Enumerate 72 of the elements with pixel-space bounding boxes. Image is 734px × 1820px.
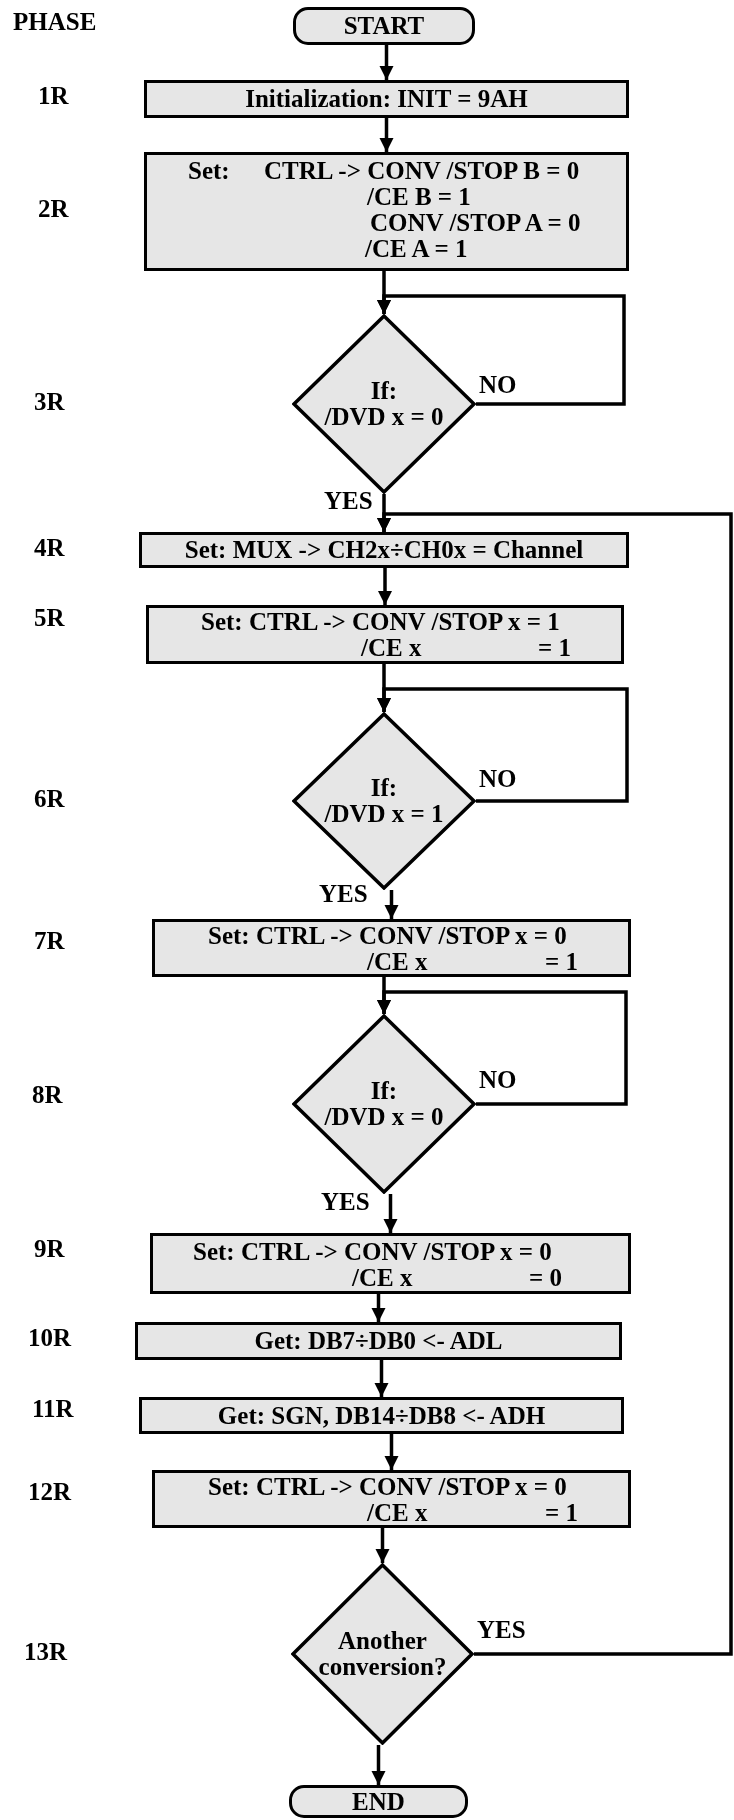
step-text: Set: CTRL -> CONV /STOP x = 0: [208, 923, 567, 949]
step-text: Get: SGN, DB14÷DB8 <- ADH: [217, 1402, 546, 1429]
process-box: [146, 605, 624, 664]
step-text: Set: CTRL -> CONV /STOP x = 1: [201, 609, 560, 635]
phase-label: 12R: [28, 1479, 72, 1505]
step-text: /CE B = 1: [367, 184, 471, 210]
arrow: [377, 294, 626, 406]
process-box: [152, 1470, 631, 1528]
step-text: /CE x: [352, 1265, 413, 1291]
decision-diamond: [292, 1014, 476, 1194]
arrow: [384, 890, 399, 919]
condition-text: If:: [370, 378, 398, 404]
step-text: = 1: [545, 1500, 578, 1526]
step-text: Set:: [188, 158, 230, 184]
arrow: [377, 990, 628, 1106]
step-text: = 1: [538, 635, 571, 661]
phase-label: 3R: [34, 389, 65, 415]
phase-label: 9R: [34, 1236, 65, 1262]
step-text: Initialization: INIT = 9AH: [245, 86, 528, 112]
arrow: [378, 568, 392, 605]
phase-label: 5R: [34, 605, 65, 631]
step-text: /CE x: [367, 1500, 428, 1526]
condition-text: /DVD x = 0: [324, 1104, 444, 1130]
process-box: [144, 80, 629, 118]
step-text: = 1: [545, 949, 578, 975]
arrow: [377, 687, 629, 803]
step-text: END: [352, 1788, 405, 1815]
phase-label: 2R: [38, 196, 69, 222]
step-text: Get: DB7÷DB0 <- ADL: [254, 1328, 503, 1354]
condition-text: If:: [370, 775, 398, 801]
step-text: Set: MUX -> CH2x÷CH0x = Channel: [184, 537, 584, 563]
condition-text: /DVD x = 1: [324, 801, 444, 827]
step-text: Set: CTRL -> CONV /STOP x = 0: [208, 1474, 567, 1500]
step-text: START: [343, 13, 425, 39]
arrow: [383, 1194, 398, 1233]
phase-label: 6R: [34, 786, 65, 812]
decision-diamond: [292, 314, 476, 494]
terminal-shape: [293, 7, 475, 45]
arrow: [374, 1360, 389, 1397]
process-box: [139, 532, 629, 568]
phase-label: 4R: [34, 535, 65, 561]
arrow: [384, 1434, 399, 1470]
arrow: [377, 512, 733, 1656]
phase-label: 8R: [32, 1082, 63, 1108]
arrow: [375, 1528, 390, 1563]
phase-label: 13R: [24, 1639, 68, 1665]
decision-diamond: [291, 1563, 474, 1745]
phase-label: 1R: [38, 83, 69, 109]
process-box: [152, 919, 631, 977]
condition-text: If:: [370, 1078, 398, 1104]
step-text: /CE A = 1: [365, 236, 468, 262]
process-box: [139, 1397, 624, 1434]
phase-label: 11R: [32, 1396, 74, 1422]
arrow: [379, 45, 394, 80]
process-box: [144, 152, 629, 271]
step-text: /CE x: [361, 635, 422, 661]
step-text: Set: CTRL -> CONV /STOP x = 0: [193, 1239, 552, 1265]
phase-label: 10R: [28, 1325, 72, 1351]
arrow: [371, 1745, 386, 1785]
step-text: CTRL -> CONV /STOP B = 0: [264, 158, 580, 184]
process-box: [150, 1233, 631, 1294]
step-text: = 0: [529, 1265, 562, 1291]
condition-text: /DVD x = 0: [324, 404, 444, 430]
process-box: [135, 1322, 622, 1360]
condition-text: Another conversion?: [317, 1628, 448, 1680]
arrow: [379, 118, 394, 152]
column-heading: PHASE: [13, 9, 97, 35]
step-text: /CE x: [367, 949, 428, 975]
terminal-shape: [289, 1785, 468, 1818]
step-text: CONV /STOP A = 0: [370, 210, 581, 236]
phase-label: 7R: [34, 928, 65, 954]
arrow: [371, 1294, 386, 1322]
